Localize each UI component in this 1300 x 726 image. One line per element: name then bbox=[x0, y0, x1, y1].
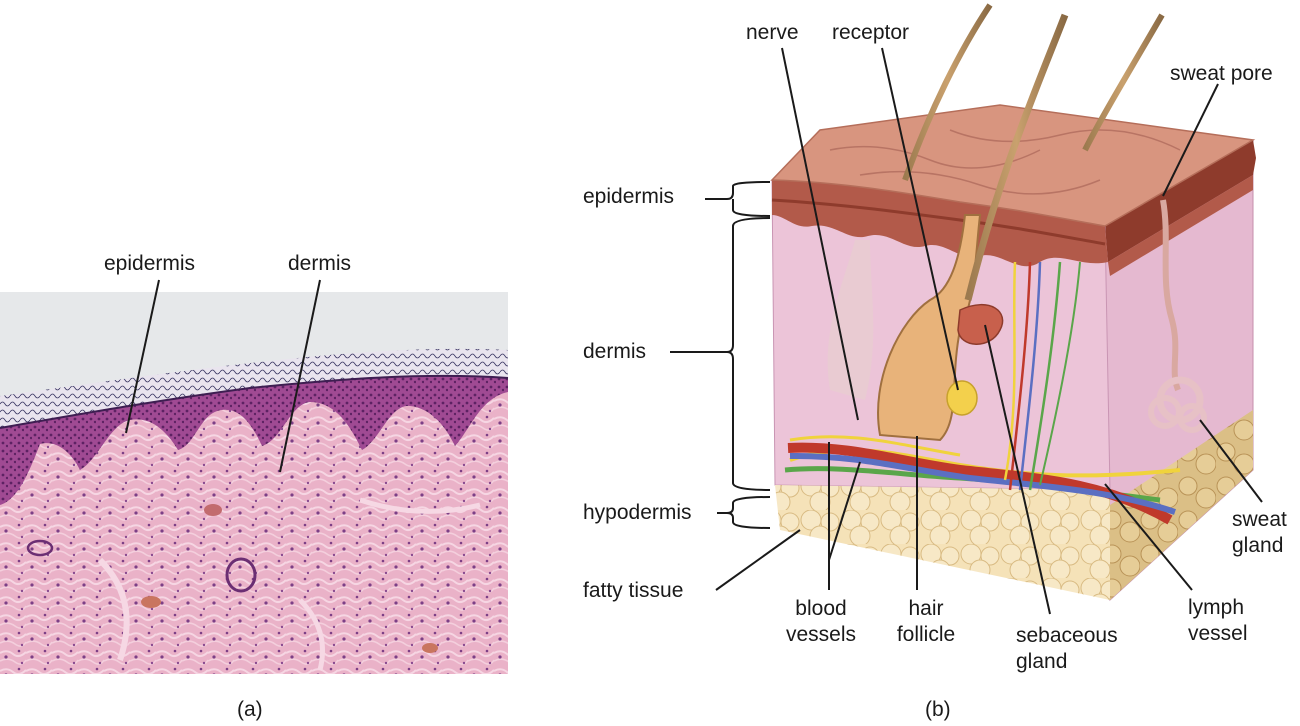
label-sweat-gland: sweat gland bbox=[1232, 507, 1287, 559]
bracket-epidermis bbox=[705, 181, 771, 217]
label-hair-follicle: hair follicle bbox=[886, 596, 966, 648]
label-sebaceous-gland-line2: gland bbox=[1016, 650, 1068, 673]
bracket-dermis bbox=[670, 217, 771, 491]
bracket-hypodermis bbox=[717, 496, 771, 529]
leader-sweat-pore bbox=[1162, 83, 1219, 197]
label-blood-vessels-line2: vessels bbox=[785, 623, 857, 646]
label-sebaceous-gland-line1: sebaceous bbox=[1016, 624, 1118, 647]
layer-brackets bbox=[670, 181, 771, 529]
label-sweat-pore: sweat pore bbox=[1170, 62, 1273, 85]
label-dermis-a: dermis bbox=[288, 252, 352, 275]
leader-dermis-a bbox=[279, 279, 321, 473]
leader-receptor bbox=[881, 47, 959, 391]
leaders-b bbox=[715, 47, 1263, 615]
skin-block bbox=[770, 3, 1256, 602]
micrograph bbox=[0, 292, 509, 674]
leader-sebaceous-gland bbox=[984, 324, 1051, 615]
label-nerve: nerve bbox=[746, 21, 799, 44]
leader-nerve bbox=[781, 47, 859, 421]
leader-lymph-vessel bbox=[1104, 483, 1193, 591]
label-hair-follicle-line1: hair bbox=[908, 597, 944, 620]
label-receptor: receptor bbox=[832, 21, 910, 44]
label-lymph-vessel-line2: vessel bbox=[1188, 622, 1248, 645]
label-blood-vessels-line1: blood bbox=[795, 597, 847, 620]
label-epidermis-a: epidermis bbox=[104, 252, 196, 275]
caption-a: (a) bbox=[237, 698, 263, 721]
label-hair-follicle-line2: follicle bbox=[896, 623, 956, 646]
label-sweat-gland-line2: gland bbox=[1232, 534, 1284, 557]
leader-fatty-tissue bbox=[715, 529, 801, 591]
label-fatty-tissue: fatty tissue bbox=[583, 579, 684, 602]
leader-blood-vessels-2 bbox=[828, 461, 861, 561]
label-sweat-gland-line1: sweat bbox=[1232, 508, 1287, 531]
label-lymph-vessel: lymph vessel bbox=[1188, 595, 1248, 647]
leader-epidermis-a bbox=[125, 279, 160, 434]
leaders-a bbox=[125, 279, 321, 473]
label-hypodermis: hypodermis bbox=[583, 501, 692, 524]
label-sebaceous-gland: sebaceous gland bbox=[1016, 623, 1118, 675]
caption-b: (b) bbox=[925, 698, 951, 721]
label-dermis-b: dermis bbox=[583, 340, 647, 363]
label-blood-vessels: blood vessels bbox=[776, 596, 866, 648]
label-epidermis-b: epidermis bbox=[583, 185, 675, 208]
leader-sweat-gland bbox=[1199, 419, 1263, 503]
label-lymph-vessel-line1: lymph bbox=[1188, 596, 1245, 619]
